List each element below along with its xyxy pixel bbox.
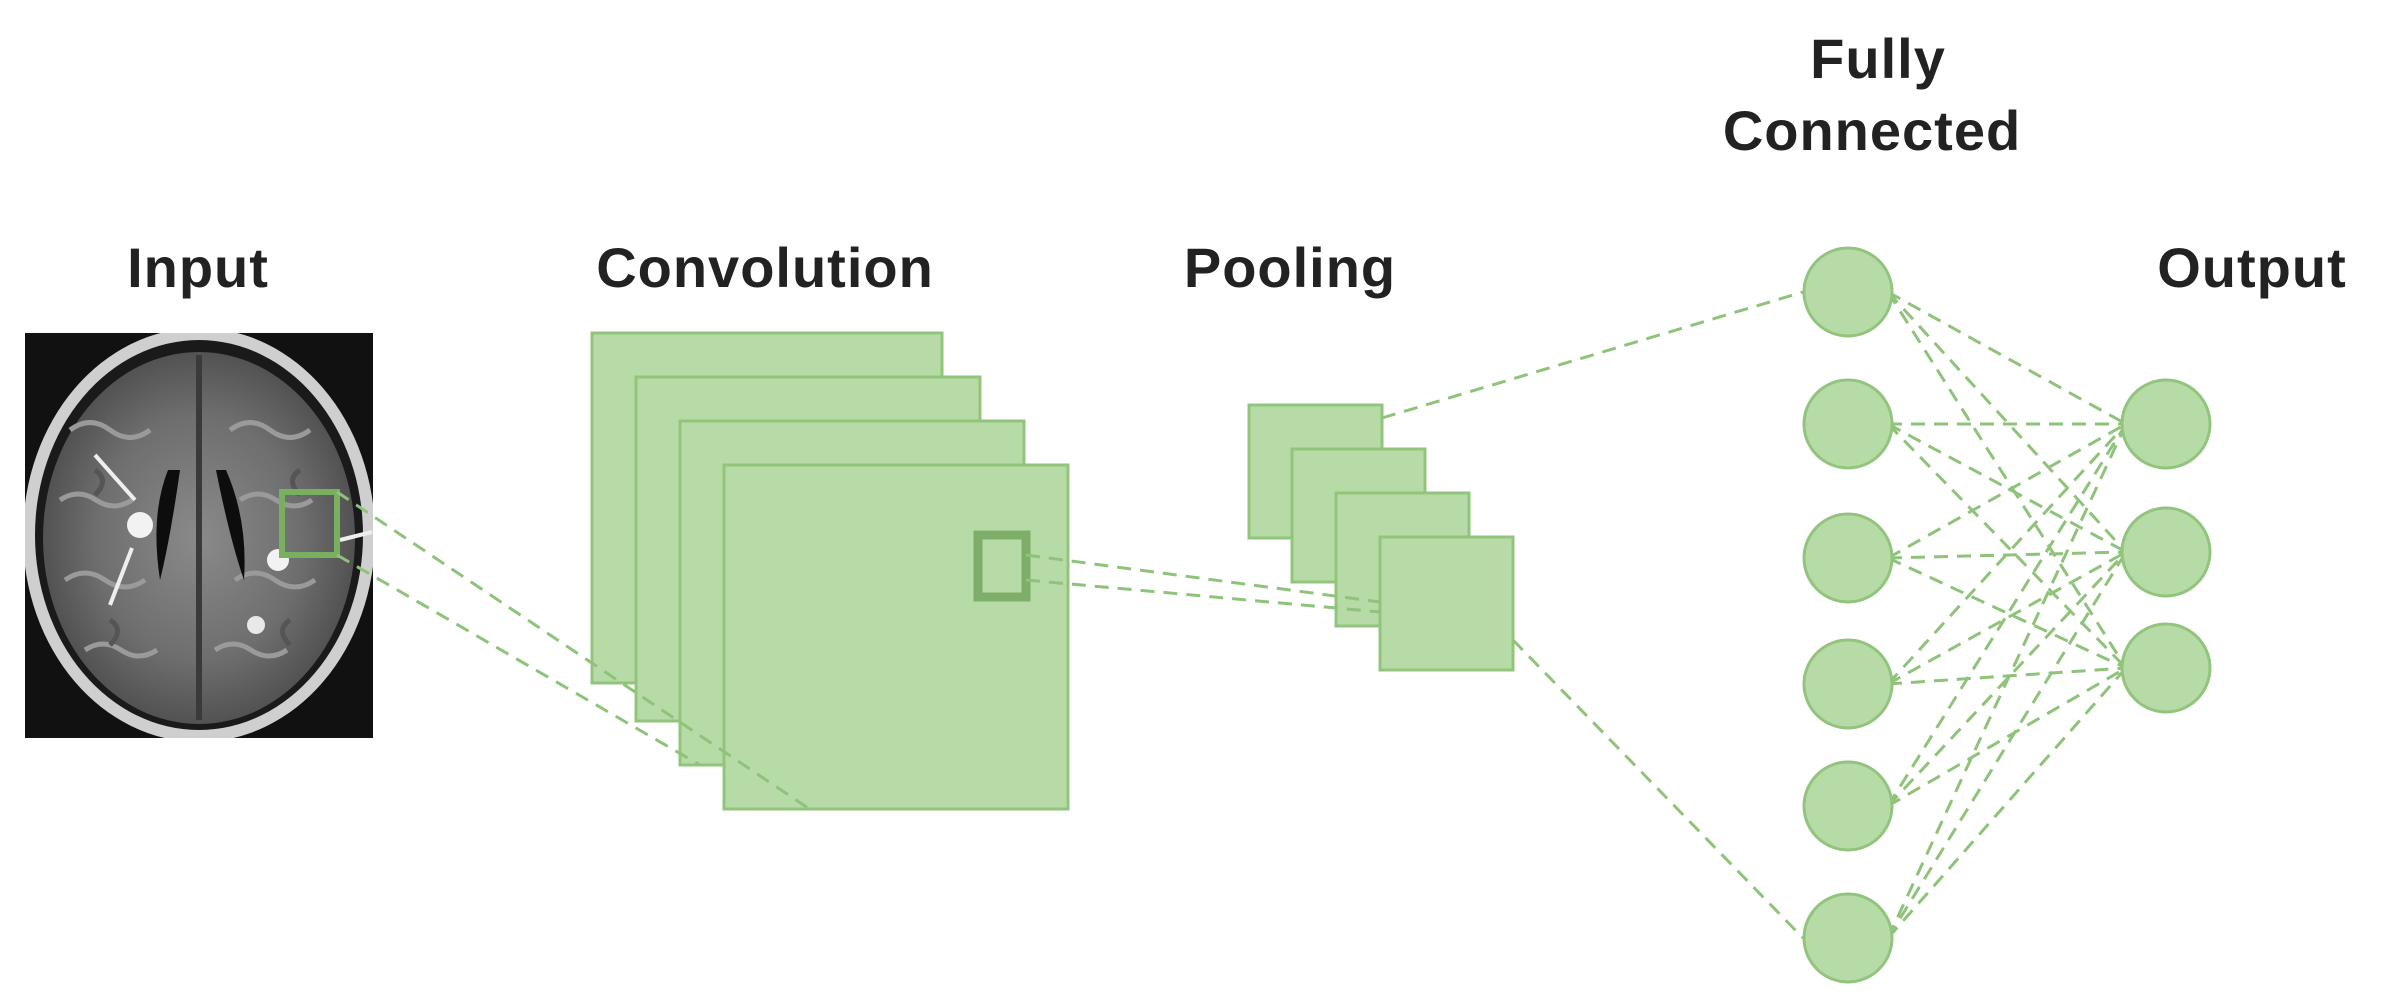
pooling-to-fully-connected-connectors: [1381, 290, 1805, 940]
neuron-connection: [1887, 556, 2127, 670]
neuron-connection: [1886, 422, 2128, 686]
input-label: Input: [127, 236, 269, 299]
neuron-connection: [1887, 290, 2127, 426]
convolution-to-pooling-connectors: [1025, 553, 1381, 614]
neuron-connection: [1887, 666, 2127, 686]
fully-connected-neuron: [1802, 512, 1894, 604]
fully-connected-neuron: [1802, 760, 1894, 852]
neuron-connection: [1887, 550, 2127, 560]
fully-connected-label-line2: Connected: [1723, 99, 2021, 162]
input-to-convolution-connectors: [336, 490, 809, 810]
fully-connected-neuron: [1802, 892, 1894, 984]
fully-connected-layer: [1802, 246, 1894, 984]
neuron-connection: [1886, 422, 2128, 670]
neuron-connection: [1886, 423, 2128, 807]
convolution-feature-maps: [590, 331, 1070, 811]
fully-connected-neuron: [1802, 378, 1894, 470]
brain-mri-icon: [25, 333, 373, 738]
output-neuron: [2120, 506, 2212, 598]
output-neuron: [2120, 378, 2212, 470]
output-neuron: [2120, 622, 2212, 714]
output-layer: [2120, 378, 2212, 714]
input-receptive-field: [279, 489, 340, 558]
neuron-connection: [1886, 423, 2128, 939]
pooling-feature-maps: [1247, 403, 1515, 672]
convolution-label: Convolution: [596, 236, 934, 299]
convolution-feature-map: [722, 463, 1070, 811]
fully-connected-neuron: [1802, 246, 1894, 338]
neuron-connection: [1887, 666, 2127, 808]
neuron-connection: [1887, 550, 2127, 686]
neuron-connection: [1886, 290, 2128, 554]
fully-connected-neuron: [1802, 638, 1894, 730]
pooling-feature-map: [1378, 535, 1515, 672]
fully-connected-label-line1: Fully: [1810, 27, 1946, 90]
neuron-connection: [1886, 551, 2128, 939]
convolution-kernel: [973, 530, 1031, 602]
neuron-connection: [1886, 667, 2128, 939]
pooling-label: Pooling: [1184, 236, 1396, 299]
output-label: Output: [2157, 236, 2346, 299]
neuron-connection: [1886, 291, 2128, 669]
fully-connected-to-output-connectors: [1886, 290, 2128, 939]
neuron-connection: [1887, 422, 2127, 560]
